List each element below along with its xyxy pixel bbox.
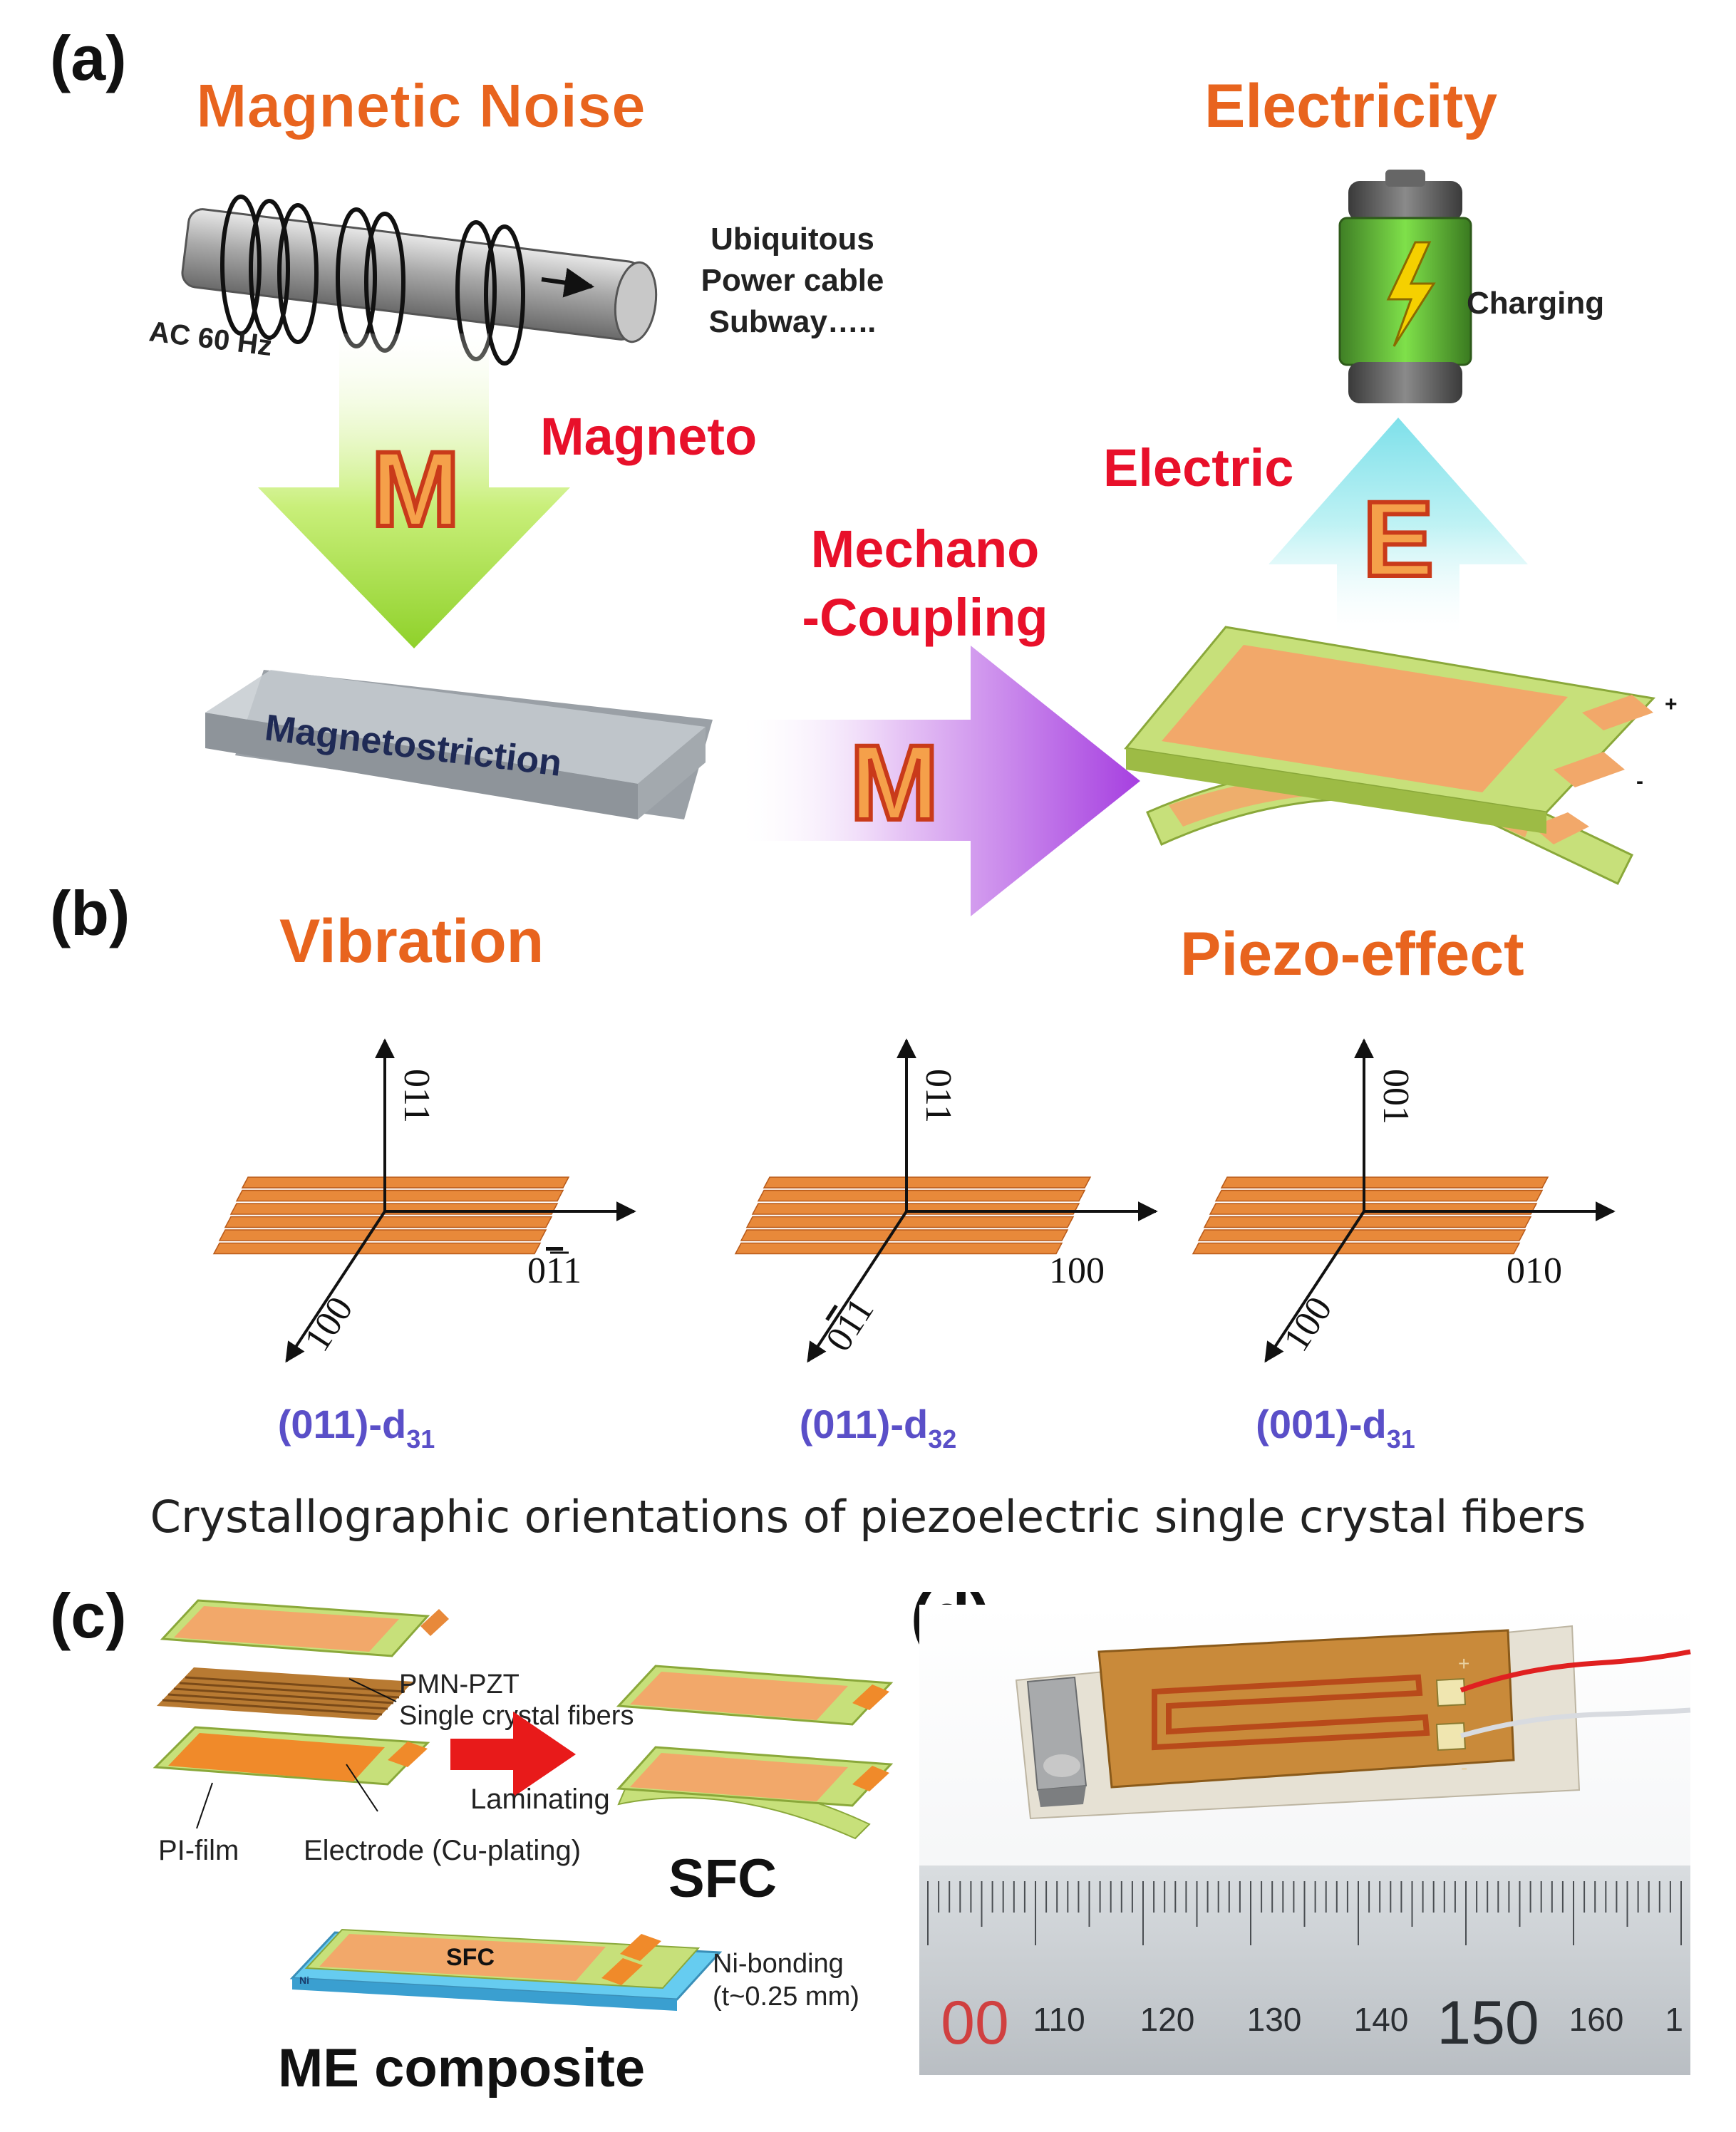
fiber-bundle — [734, 1176, 1092, 1255]
me-composite-plate — [289, 1928, 723, 2011]
diagonal-axis-line — [1264, 1210, 1365, 1363]
ruler-label: 140 — [1354, 2001, 1409, 2038]
ruler-label: 150 — [1437, 1989, 1539, 2057]
me-composite-label: ME composite — [278, 2038, 645, 2099]
ac-frequency-label: AC 60 Hz — [148, 316, 274, 362]
fiber-bundle — [212, 1176, 570, 1255]
sfc-plate-label: SFC — [446, 1944, 495, 1971]
orientation-caption: (011)-d31 — [278, 1402, 435, 1454]
electric-label: Electric — [1103, 438, 1293, 497]
pmn-pzt-label: PMN-PZT — [399, 1670, 520, 1699]
panel-c: PMN-PZT Single crystal fibers Laminating… — [153, 1599, 894, 2099]
cable-end — [614, 261, 658, 343]
ruler-label: 130 — [1247, 2001, 1302, 2038]
power-cable-illustration — [181, 195, 658, 366]
vertical-axis-label: 001 — [1375, 1069, 1416, 1124]
ni-thickness-label: (t~0.25 mm) — [713, 1982, 859, 2012]
panel-label-b: (b) — [50, 878, 130, 948]
solder-pad-top — [1435, 1677, 1467, 1707]
electric-arrow — [1269, 418, 1528, 633]
ruler-ticks — [927, 1881, 1682, 1945]
electric-e-letter: E — [1363, 479, 1434, 599]
electrode-pointer — [346, 1764, 378, 1812]
diagonal-axis-line — [807, 1210, 908, 1363]
sfc-bent-plate — [616, 1746, 894, 1840]
current-arrow — [541, 267, 595, 298]
coupling-m-letter: M — [850, 723, 939, 842]
orientation-caption: (011)-d32 — [800, 1402, 957, 1454]
right-axis-label: 011 — [527, 1251, 582, 1291]
charging-label: Charging — [1467, 286, 1604, 321]
ni-bonding-label: Ni-bonding — [713, 1949, 844, 1979]
source-subway: Subway….. — [709, 304, 877, 339]
source-power-cable: Power cable — [701, 263, 884, 298]
magneto-label: Magneto — [540, 407, 757, 466]
film-plus-mark: + — [1458, 1652, 1469, 1675]
stack-top-electrode — [160, 1599, 449, 1657]
magneto-m-letter: M — [371, 429, 460, 549]
orientation-caption: (001)-d31 — [1256, 1402, 1415, 1454]
laminating-arrow — [450, 1712, 576, 1797]
white-wire — [1460, 1707, 1691, 1739]
diagonal-axis-label: 100 — [296, 1290, 361, 1358]
magneto-arrow — [258, 333, 570, 648]
panel-a: Magnetic Noise Electricity AC 60 Hz Ubiq… — [148, 72, 1678, 989]
film-minus-mark: - — [1461, 1756, 1467, 1779]
ruler-label: 110 — [1033, 2001, 1085, 2038]
mechano-coupling-arrow — [741, 646, 1140, 916]
magnetostriction-plate — [205, 670, 713, 819]
ruler-label: 160 — [1569, 2001, 1624, 2038]
orientation-diagram-2: 011 100 011 (011)-d32 — [734, 1038, 1158, 1454]
fiber-bundle — [1192, 1176, 1549, 1255]
stack-bottom-electrode — [153, 1726, 430, 1786]
fiber-pointer — [348, 1678, 397, 1702]
mechano-label: Mechano — [811, 519, 1040, 579]
field-loops — [220, 195, 525, 366]
piezo-minus: - — [1636, 770, 1643, 793]
ruler-label: 120 — [1140, 2001, 1195, 2038]
diagonal-axis-line — [285, 1210, 386, 1363]
ruler-labels: 00 110 120 130 140 150 160 1 — [941, 1989, 1683, 2057]
piezo-plus-top: + — [1665, 693, 1678, 716]
magnetic-noise-title: Magnetic Noise — [196, 72, 646, 140]
pi-film-label: PI-film — [158, 1835, 239, 1866]
right-axis-label: 100 — [1049, 1251, 1105, 1291]
vertical-axis-label: 011 — [918, 1069, 959, 1123]
lightning-bolt-icon — [1386, 241, 1436, 347]
sfc-film — [1097, 1629, 1515, 1789]
right-axis-label: 010 — [1507, 1251, 1562, 1291]
electrode-label: Electrode (Cu-plating) — [304, 1835, 581, 1866]
piezo-bender — [1124, 626, 1656, 885]
pi-film-pointer — [196, 1782, 213, 1829]
sfc-title: SFC — [668, 1848, 777, 1909]
ruler-label: 1 — [1665, 2001, 1683, 2038]
ruler-label: 00 — [941, 1989, 1009, 2057]
sfc-electrode-pattern — [1152, 1674, 1430, 1751]
laminating-label: Laminating — [470, 1784, 610, 1815]
electricity-title: Electricity — [1204, 72, 1497, 140]
magnet-block — [1026, 1676, 1087, 1807]
diagonal-axis-label: 100 — [1276, 1290, 1340, 1358]
vibration-title: Vibration — [279, 907, 544, 976]
panel-b: 011011100(011)-d31011100011(011)-d320010… — [212, 1038, 1616, 1454]
battery-icon — [1338, 170, 1472, 403]
crystal-orientation-caption: Crystallographic orientations of piezoel… — [150, 1491, 1586, 1543]
panel-label-a: (a) — [50, 23, 127, 93]
vertical-axis-label: 011 — [396, 1069, 437, 1123]
panel-d-photo: + - 00 110 120 130 140 150 160 1 — [919, 1605, 1691, 2075]
orientation-diagram-1: 011 011 100 (011)-d31 — [212, 1038, 636, 1454]
sfc-top-plate — [616, 1665, 894, 1726]
fiber-layer — [157, 1667, 413, 1720]
ni-small-label: Ni — [299, 1975, 309, 1986]
orientation-diagram-3: 001 010 100 (001)-d31 — [1192, 1038, 1616, 1454]
solder-pad-bottom — [1435, 1722, 1467, 1751]
panel-label-c: (c) — [50, 1580, 127, 1651]
source-ubiquitous: Ubiquitous — [711, 222, 874, 257]
piezo-effect-title: Piezo-effect — [1180, 920, 1524, 988]
diagonal-axis-label: 011 — [818, 1291, 882, 1359]
red-wire — [1459, 1649, 1691, 1693]
coupling-label: -Coupling — [802, 588, 1048, 647]
